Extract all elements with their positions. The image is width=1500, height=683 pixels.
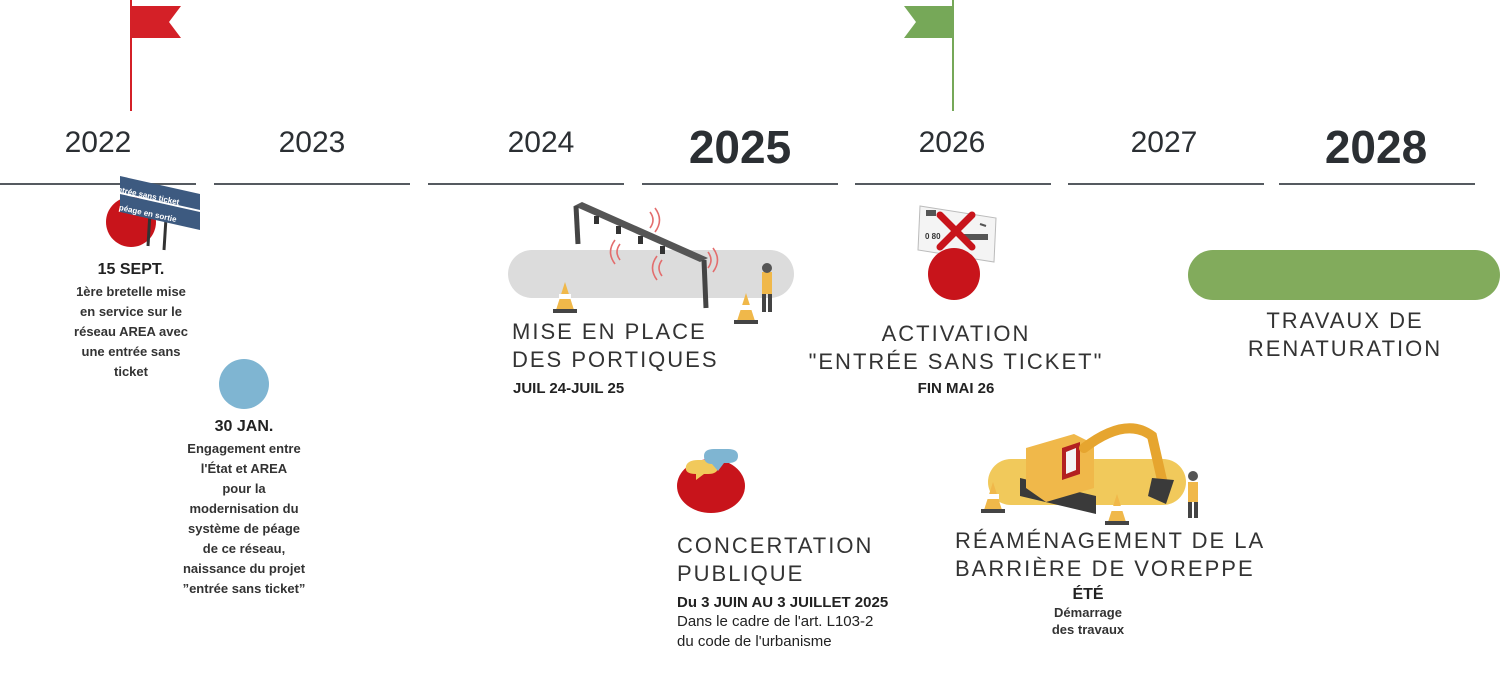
event-desc-concertation: Dans le cadre de l'art. L103-2 du code d…	[677, 613, 874, 650]
traffic-cone-icon	[734, 293, 758, 324]
event-date-concertation: Du 3 JUIN AU 3 JUILLET 2025	[677, 594, 889, 611]
event-desc-15-sept: 1ère bretelle mise en service sur le rés…	[74, 284, 188, 379]
timeline-segment	[855, 183, 1051, 185]
traffic-cone-icon	[553, 282, 577, 313]
year-2022: 2022	[64, 126, 132, 159]
flag-pole-2026	[952, 0, 954, 111]
event-date-reamenagement: ÉTÉ	[1072, 586, 1104, 603]
event-date-15-sept: 15 SEPT.	[97, 261, 165, 278]
timeline-segment	[1279, 183, 1475, 185]
excavator-icon	[1020, 423, 1198, 518]
speech-bubbles-icon	[677, 449, 745, 513]
event-desc-reamenagement: Démarrage des travaux	[1051, 605, 1125, 637]
blue-dot-2023	[219, 359, 269, 409]
year-2024: 2024	[507, 126, 575, 159]
timeline-segment	[0, 183, 196, 185]
year-2027: 2027	[1130, 126, 1198, 159]
ticket-amount: 0 80	[925, 232, 941, 241]
grey-duration-bar	[508, 250, 794, 298]
gantry-icon	[573, 202, 772, 312]
event-date-portiques: JUIL 24-JUIL 25	[513, 380, 625, 397]
event-date-30-jan: 30 JAN.	[214, 418, 274, 435]
event-title-portiques: MISE EN PLACE DES PORTIQUES	[512, 319, 719, 372]
event-title-concertation: CONCERTATION PUBLIQUE	[677, 533, 874, 586]
road-sign-icon	[120, 176, 200, 251]
traffic-cone-icon	[981, 482, 1005, 513]
green-flag-icon	[904, 6, 954, 38]
green-duration-bar	[1188, 250, 1500, 300]
red-flag-icon	[131, 6, 181, 38]
event-date-activation: FIN MAI 26	[917, 380, 995, 397]
year-2023: 2023	[278, 126, 346, 159]
event-title-activation: ACTIVATION "ENTRÉE SANS TICKET"	[808, 321, 1104, 374]
year-2026: 2026	[918, 126, 986, 159]
year-2028: 2028	[1324, 121, 1428, 173]
event-title-renaturation: TRAVAUX DE RENATURATION	[1247, 308, 1443, 361]
timeline-segment	[1068, 183, 1264, 185]
flag-pole-2022	[130, 0, 132, 111]
event-desc-30-jan: Engagement entre l'État et AREA pour la …	[182, 441, 306, 596]
timeline-segment	[642, 183, 838, 185]
cross-icon	[936, 211, 976, 251]
traffic-cone-icon	[1105, 494, 1129, 525]
timeline-segment	[428, 183, 624, 185]
event-title-reamenagement: RÉAMÉNAGEMENT DE LA BARRIÈRE DE VOREPPE	[955, 528, 1266, 581]
red-dot-2026	[928, 248, 980, 300]
year-2025: 2025	[688, 121, 792, 173]
timeline-segment	[214, 183, 410, 185]
